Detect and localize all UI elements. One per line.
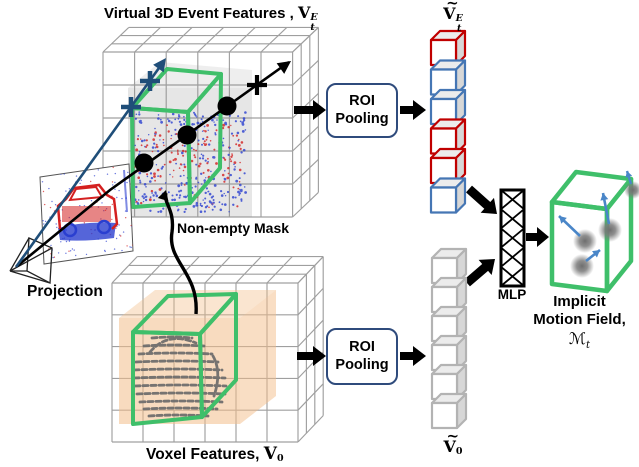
mlp-label: MLP: [497, 287, 527, 302]
roi-top-line2: Pooling: [335, 110, 389, 127]
motion-field-symbol: ℳt: [568, 329, 591, 352]
roi-pooling-top-box: ROI Pooling: [326, 83, 398, 138]
non-empty-mask-label: Non-empty Mask: [177, 220, 290, 236]
roi-top-line1: ROI: [349, 93, 375, 110]
projection-label: Projection: [27, 283, 103, 300]
roi-pooling-bottom-box: ROI Pooling: [326, 328, 398, 385]
implicit-motion-field-label: Implicit Motion Field, ℳt: [533, 293, 626, 352]
roi-bottom-line2: Pooling: [335, 356, 389, 373]
roi-bottom-line1: ROI: [349, 339, 375, 356]
